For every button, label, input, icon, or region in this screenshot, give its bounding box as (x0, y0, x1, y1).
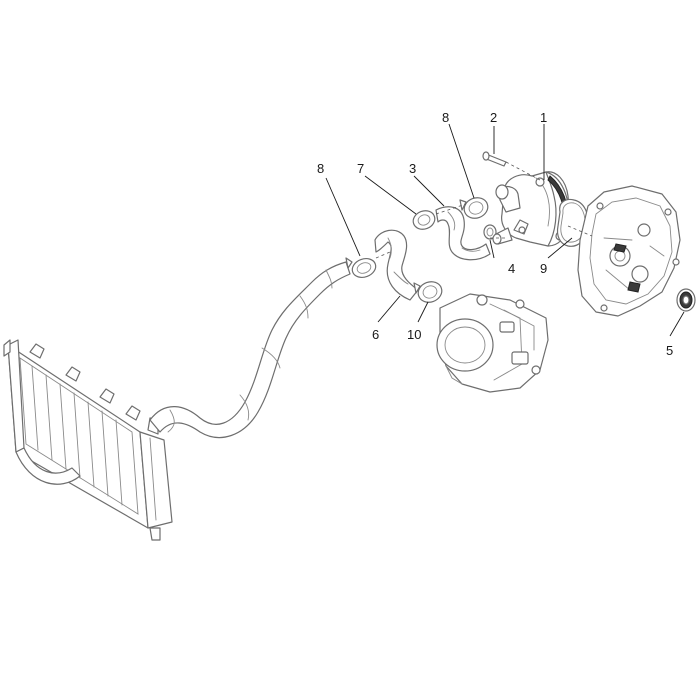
hose-clamp-7 (412, 210, 436, 230)
callout-9: 9 (540, 261, 547, 276)
hose-6 (374, 229, 419, 301)
callout-2: 2 (490, 110, 497, 125)
callout-8-right: 8 (442, 110, 449, 125)
callout-labels: 1 2 3 4 5 6 7 8 8 9 10 (317, 110, 673, 358)
assembly-guide-lines (375, 161, 593, 259)
callout-8-left: 8 (317, 161, 324, 176)
screw-2 (482, 151, 507, 167)
callout-leaders (325, 123, 685, 337)
callout-1: 1 (540, 110, 547, 125)
hose-clamp-left (345, 257, 377, 279)
cylinder-block (436, 293, 549, 393)
hose-clamp-right (459, 197, 489, 219)
hose-3 (435, 206, 491, 261)
callout-5: 5 (666, 343, 673, 358)
callout-6: 6 (372, 327, 379, 342)
callout-7: 7 (357, 161, 364, 176)
long-coolant-hose (149, 261, 351, 439)
callout-4: 4 (508, 261, 515, 276)
o-ring-4 (483, 224, 497, 240)
callout-3: 3 (409, 161, 416, 176)
seal-5 (676, 288, 696, 312)
callout-10: 10 (407, 327, 421, 342)
hose-clamp-10 (413, 281, 443, 303)
crankcase-cover (577, 185, 681, 317)
radiator (3, 339, 173, 541)
